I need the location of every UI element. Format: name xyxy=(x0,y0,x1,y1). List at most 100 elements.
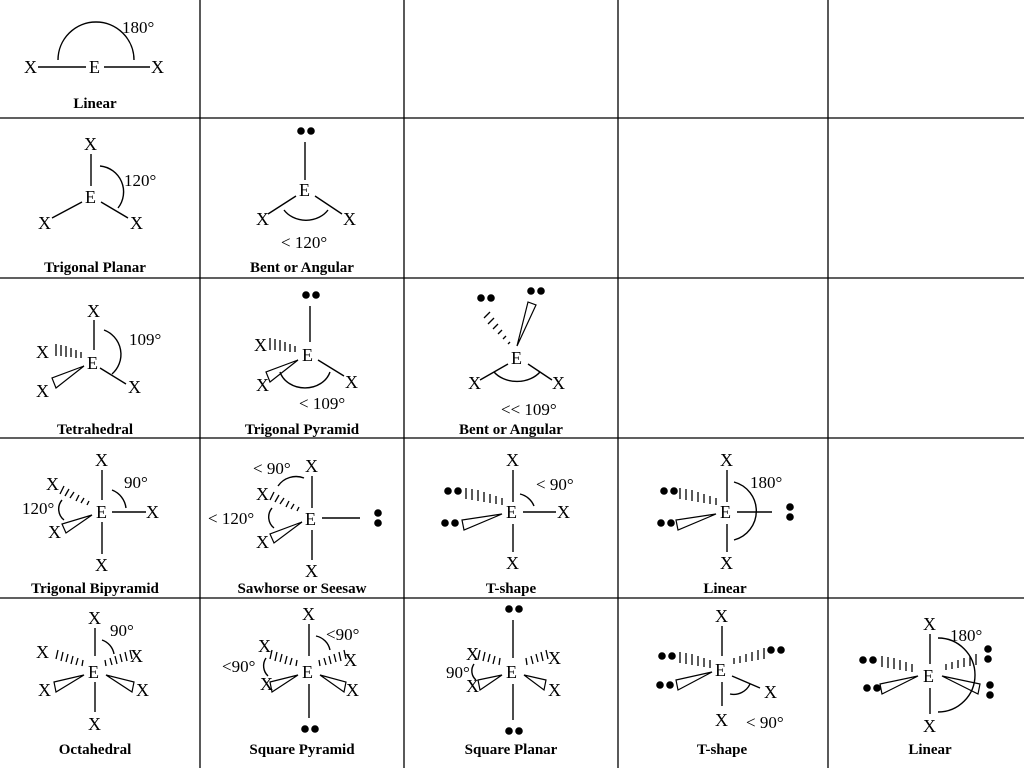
bond-angle: < 90° xyxy=(536,475,574,494)
lone-pair xyxy=(505,605,523,613)
svg-text:X: X xyxy=(345,372,358,392)
lone-pair xyxy=(863,684,881,692)
geometry-name: T-shape xyxy=(697,742,748,758)
svg-text:E: E xyxy=(506,662,517,682)
svg-text:X: X xyxy=(146,502,159,522)
bond-angle: << 109° xyxy=(501,400,557,419)
svg-text:X: X xyxy=(84,134,97,154)
svg-text:X: X xyxy=(256,375,269,395)
cell-bent-2lp-tetra: E X X << 109° Bent or Angular xyxy=(459,287,565,438)
bond-angle-equatorial: < 120° xyxy=(208,509,254,528)
svg-text:X: X xyxy=(305,561,318,581)
svg-text:X: X xyxy=(557,502,570,522)
cell-linear-4lp: X E X 180° Linear xyxy=(859,614,994,758)
cell-seesaw: X E X X X < 90° < 120° Sawhorse or Seesa… xyxy=(208,456,382,597)
bond-angle: 120° xyxy=(124,171,156,190)
bond-angle: < 120° xyxy=(281,233,327,252)
svg-text:X: X xyxy=(715,710,728,730)
central-atom: E xyxy=(89,57,100,77)
svg-text:E: E xyxy=(715,660,726,680)
svg-text:X: X xyxy=(548,648,561,668)
svg-text:X: X xyxy=(548,680,561,700)
lone-pair xyxy=(656,681,674,689)
cell-trigonal-pyramid: E X X X < 109° Trigonal Pyramid xyxy=(245,291,360,438)
svg-text:X: X xyxy=(305,456,318,476)
svg-text:X: X xyxy=(254,335,267,355)
svg-text:E: E xyxy=(302,662,313,682)
svg-text:X: X xyxy=(923,614,936,634)
cell-t-shape-2lp: X E X X < 90° T-shape xyxy=(441,450,574,597)
cell-trigonal-bipyramid: X E X X X X 90° 120° Trigonal Bipyramid xyxy=(22,450,159,597)
lone-pair xyxy=(441,519,459,527)
geometry-name: Sawhorse or Seesaw xyxy=(238,581,367,597)
bond-angle: <90° xyxy=(326,625,359,644)
svg-text:E: E xyxy=(305,509,316,529)
cell-tetrahedral: X E X X X 109° Tetrahedral xyxy=(36,301,161,438)
lone-pair xyxy=(297,127,315,135)
svg-text:X: X xyxy=(302,604,315,624)
cell-bent-2lp: E X X < 120° Bent or Angular xyxy=(250,127,356,276)
geometry-name: Trigonal Planar xyxy=(44,260,146,276)
bond-angle: < 90° xyxy=(253,459,291,478)
svg-text:X: X xyxy=(720,450,733,470)
svg-text:X: X xyxy=(36,342,49,362)
cell-trigonal-planar: X E X X 120° Trigonal Planar xyxy=(38,134,156,276)
svg-text:X: X xyxy=(256,532,269,552)
lone-pair xyxy=(658,652,676,660)
geometry-name: Octahedral xyxy=(59,742,132,758)
bond-angle-equatorial: <90° xyxy=(222,657,255,676)
cell-t-shape-2lp-oct: X E X X < 90° T-shape xyxy=(656,606,785,758)
svg-text:X: X xyxy=(344,650,357,670)
lone-pair xyxy=(786,503,794,521)
cell-linear-3lp: X E X 180° Linear xyxy=(657,450,794,597)
svg-text:X: X xyxy=(923,716,936,736)
geometry-name: Linear xyxy=(908,742,952,758)
lone-pair xyxy=(986,681,994,699)
cell-octahedral: X E X X X X X 90° Octahedral xyxy=(36,608,149,758)
svg-text:X: X xyxy=(48,522,61,542)
svg-text:X: X xyxy=(466,676,479,696)
svg-text:X: X xyxy=(715,606,728,626)
svg-text:X: X xyxy=(88,714,101,734)
svg-text:X: X xyxy=(38,680,51,700)
bond-angle: 180° xyxy=(122,18,154,37)
lone-pair xyxy=(660,487,678,495)
lone-pair xyxy=(859,656,877,664)
svg-text:E: E xyxy=(85,187,96,207)
svg-text:X: X xyxy=(95,555,108,575)
svg-text:X: X xyxy=(38,213,51,233)
bond-angle: 180° xyxy=(750,473,782,492)
lone-pair xyxy=(984,645,992,663)
svg-text:E: E xyxy=(511,348,522,368)
svg-text:X: X xyxy=(36,642,49,662)
cell-linear-2: X E X 180° Linear xyxy=(24,18,164,112)
svg-text:E: E xyxy=(302,345,313,365)
geometry-name: T-shape xyxy=(486,581,537,597)
svg-text:E: E xyxy=(87,353,98,373)
svg-text:X: X xyxy=(260,674,273,694)
geometry-name: Linear xyxy=(703,581,747,597)
bond-angle: < 90° xyxy=(746,713,784,732)
svg-text:X: X xyxy=(346,680,359,700)
lone-pair xyxy=(302,291,320,299)
svg-text:X: X xyxy=(136,680,149,700)
ligand-x: X xyxy=(151,57,164,77)
lone-pair xyxy=(527,287,545,295)
svg-text:X: X xyxy=(88,608,101,628)
svg-text:X: X xyxy=(256,484,269,504)
svg-text:E: E xyxy=(923,666,934,686)
ligand-x: X xyxy=(24,57,37,77)
geometry-name: Bent or Angular xyxy=(250,260,354,276)
bond-angle: 180° xyxy=(950,626,982,645)
svg-text:E: E xyxy=(506,502,517,522)
lone-pair xyxy=(374,509,382,527)
bond-angle: 90° xyxy=(446,663,470,682)
svg-text:X: X xyxy=(468,373,481,393)
geometry-name: Trigonal Bipyramid xyxy=(31,581,159,597)
geometry-name: Square Pyramid xyxy=(249,742,355,758)
svg-text:X: X xyxy=(130,213,143,233)
geometry-name: Bent or Angular xyxy=(459,422,563,438)
lone-pair xyxy=(657,519,675,527)
